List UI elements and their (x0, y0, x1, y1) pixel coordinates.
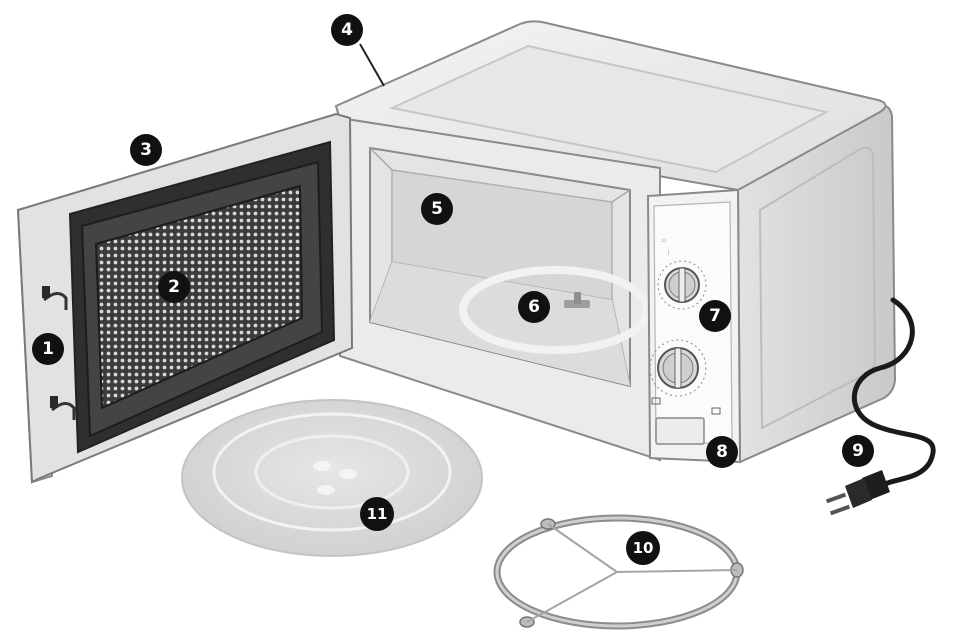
callout-badge-9: 9 (842, 435, 874, 467)
door-latch-bottom (50, 396, 76, 420)
cavity-floor (370, 262, 630, 386)
power-cord (825, 297, 936, 516)
svg-text:4: 4 (341, 20, 353, 40)
defrost-icon (651, 397, 661, 405)
callout-4-leader (359, 43, 385, 87)
cavity-floor-ring (459, 266, 651, 354)
door-release-button[interactable] (655, 417, 705, 445)
svg-text:10: 10 (633, 539, 654, 557)
callout-badge-8: 8 (706, 436, 738, 468)
svg-text:3: 3 (140, 140, 152, 160)
roller-ring (493, 514, 744, 630)
turntable-shaft (564, 292, 590, 308)
callout-badge-11: 11 (360, 497, 394, 531)
door-window (94, 184, 304, 410)
power-plug (825, 470, 890, 516)
svg-text:1: 1 (42, 339, 54, 359)
callout-badge-6: 6 (518, 291, 550, 323)
svg-text:2: 2 (168, 277, 180, 297)
svg-text:☐: ☐ (662, 238, 666, 243)
timer-dial[interactable] (649, 339, 707, 397)
door-latch-top (42, 286, 68, 310)
svg-text:|: | (668, 250, 669, 255)
svg-text:9: 9 (852, 441, 864, 461)
svg-text:6: 6 (528, 297, 540, 317)
callout-badge-2: 2 (158, 271, 190, 303)
callout-badge-4: 4 (331, 14, 363, 46)
callout-badge-10: 10 (626, 531, 660, 565)
svg-text:7: 7 (709, 306, 721, 326)
control-panel: ☐ | (646, 188, 742, 464)
callout-badge-3: 3 (130, 134, 162, 166)
top-panel-inset (388, 44, 829, 174)
svg-text:5: 5 (431, 199, 443, 219)
callout-badge-5: 5 (421, 193, 453, 225)
power-level-dial[interactable] (657, 260, 707, 310)
svg-text:11: 11 (367, 505, 388, 523)
timer-icon (711, 407, 721, 415)
svg-text:8: 8 (716, 442, 728, 462)
glass-turntable (181, 399, 483, 557)
callout-badge-1: 1 (32, 333, 64, 365)
callout-badge-7: 7 (699, 300, 731, 332)
